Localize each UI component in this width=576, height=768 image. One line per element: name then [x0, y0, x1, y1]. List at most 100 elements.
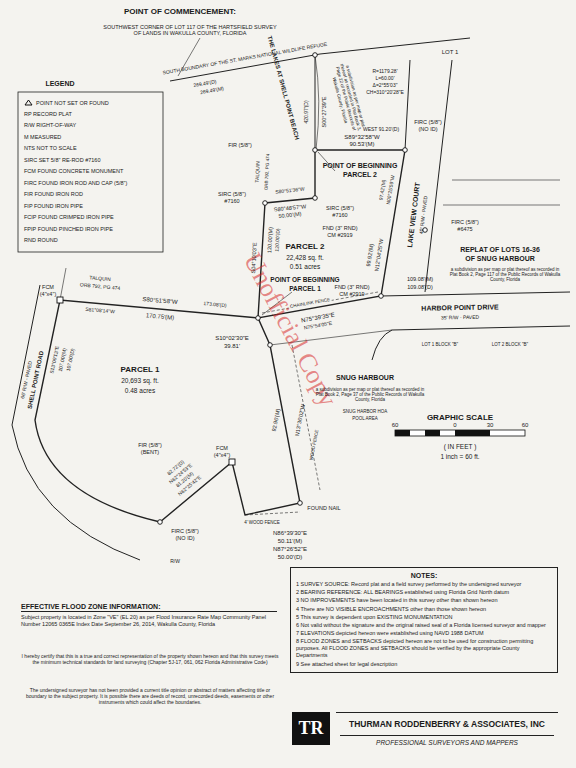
- legend-entry: FIR FOUND IRON ROD: [24, 191, 83, 197]
- legend-symbol: [24, 99, 33, 106]
- survey-label: PARCEL 2: [286, 242, 325, 251]
- box-text: Subject property is located in Zone "VE"…: [21, 614, 277, 628]
- box-text: 5 This survey is dependent upon EXISTING…: [296, 614, 552, 621]
- legend-text: SIRC SET 5/8" RE-ROD #7160: [24, 157, 100, 163]
- survey-label: REPLAT OF LOTS 16-36: [460, 246, 540, 254]
- survey-label: 35' R/W - PAVED: [441, 315, 479, 321]
- survey-label: TALQUIN: [255, 161, 262, 183]
- survey-label: POOL AREA: [352, 416, 378, 421]
- survey-label: FIR (5/8"): [138, 442, 162, 448]
- survey-label: WOOD FENCE: [309, 429, 320, 460]
- legend-text: RND ROUND: [24, 237, 58, 243]
- survey-label: S00°27'39"E: [321, 97, 327, 128]
- box-text: 2 BEARING REFERENCE: ALL BEARINGS establ…: [296, 589, 552, 596]
- legend-text: RP RECORD PLAT: [24, 111, 72, 117]
- monuments: [57, 53, 427, 525]
- survey-label: #6475: [457, 226, 472, 232]
- wood-fence: [245, 512, 300, 515]
- survey-label: S89°32'58"W: [344, 134, 379, 141]
- survey-label: FCM: [216, 445, 228, 451]
- survey-label: 120.00'(D): [275, 228, 282, 251]
- survey-label: (NO ID): [176, 535, 195, 541]
- survey-label: FIR (5/8"): [228, 142, 252, 148]
- survey-label: S80°51'58"W: [142, 296, 178, 306]
- survey-label: SOUTHWEST CORNER OF LOT 117 OF THE HARTS…: [103, 24, 278, 37]
- legend-text: FCM FOUND CONCRETE MONUMENT: [24, 168, 123, 174]
- survey-label: FCM: [42, 284, 54, 290]
- road-edge: [12, 285, 140, 560]
- legend-text: FPIP FOUND PINCHED IRON PIPE: [24, 226, 113, 232]
- triangle-symbol: [25, 100, 32, 105]
- notes-box: NOTES:1 SURVEY SOURCE: Record plat and a…: [290, 567, 558, 673]
- survey-label: HARBOR POINT DRIVE: [421, 303, 499, 312]
- company-block: THURMAN RODDENBERRY & ASSOCIATES, INCPRO…: [336, 712, 558, 752]
- legend-entry: FIRC FOUND IRON ROD AND CAP (5/8"): [24, 180, 127, 186]
- box-text: 8 FLOOD ZONES and SETBACKS depicted here…: [296, 638, 552, 659]
- legend-text: FIR FOUND IRON ROD: [24, 191, 83, 197]
- survey-label: ORB 792, PG 474: [263, 154, 270, 191]
- survey-label: 109.08'(D): [407, 284, 433, 290]
- road-curve: [372, 330, 392, 360]
- survey-label: FOUND NAIL: [307, 505, 340, 511]
- survey-label: GRAPHIC SCALE: [427, 413, 493, 422]
- box-text: 3 NO IMPROVEMENTS have been located in t…: [296, 597, 552, 604]
- lot-line: [443, 180, 560, 205]
- survey-label: LEGEND: [45, 80, 74, 88]
- survey-label: 420.97'(D): [304, 100, 310, 123]
- survey-label: CHAINLINK FENCE: [289, 297, 332, 309]
- road-edge: [381, 292, 570, 296]
- legend-entry: FPIP FOUND PINCHED IRON PIPE: [24, 226, 113, 232]
- legend-entry: M MEASURED: [24, 134, 61, 140]
- survey-label: S80°51'36"W: [275, 187, 305, 196]
- survey-label: 30: [487, 422, 494, 429]
- survey-label: FND (3" RND): [323, 225, 358, 231]
- legend-text: POINT NOT SET OR FOUND: [36, 100, 109, 106]
- survey-label: 0: [453, 422, 456, 429]
- box-text: 6 Not valid without the signature and th…: [296, 622, 552, 629]
- survey-label: L=60.00': [375, 76, 394, 82]
- legend-entry: FCM FOUND CONCRETE MONUMENT: [24, 168, 123, 174]
- box-text: 4 There are NO VISIBLE ENCROACHMENTS oth…: [296, 606, 552, 613]
- box-heading: TR: [292, 718, 330, 739]
- legend-entry: RND ROUND: [24, 237, 58, 243]
- survey-label: WEST 91.20'(D): [363, 127, 399, 133]
- legend-text: NTS NOT TO SCALE: [24, 145, 77, 151]
- survey-label: ( IN FEET ): [444, 443, 477, 450]
- survey-label: 39.81': [224, 343, 240, 350]
- survey-label: OF SNUG HARBOUR: [465, 255, 535, 263]
- legend-text: R/W RIGHT-OF-WAY: [24, 122, 76, 128]
- survey-label: ORB 792, PG 474: [80, 282, 121, 291]
- road-edge: [392, 326, 570, 330]
- survey-label: I hereby certify that this is a true and…: [21, 654, 279, 666]
- survey-label: FIRC (5/8"): [171, 528, 199, 534]
- legend-entry: SIRC SET 5/8" RE-ROD #7160: [24, 157, 100, 163]
- survey-label: Δ=2°55'03": [373, 83, 398, 89]
- survey-label: FIRC (5/8"): [414, 119, 442, 125]
- survey-label: CM #2919: [339, 291, 364, 297]
- legend-entry: FIP FOUND IRON PIPE: [24, 203, 83, 209]
- road-edge: [405, 60, 410, 150]
- box-heading: NOTES:: [296, 571, 552, 580]
- survey-label: 92.96'(M): [271, 408, 282, 432]
- survey-label: SNUG HARBOR HOA: [343, 409, 388, 414]
- survey-label: POINT OF BEGINNING: [270, 276, 339, 283]
- survey-label: TALQUIN: [89, 275, 111, 283]
- road-edge: [425, 60, 452, 292]
- survey-label: CM #2919: [327, 232, 352, 238]
- legend-entry: RP RECORD PLAT: [24, 111, 72, 117]
- survey-label: 120.00'(M): [266, 227, 274, 253]
- survey-label: (4"x4"): [214, 452, 230, 458]
- survey-label: 50.00'(M): [278, 211, 302, 220]
- lot-line: [60, 268, 66, 300]
- survey-label: SNUG HARBOUR: [336, 374, 394, 382]
- parcel-1-boundary: [35, 300, 300, 522]
- survey-label: 109.08'(M): [407, 276, 433, 282]
- survey-label: LOT 2 BLOCK "B": [492, 342, 528, 347]
- survey-label: PARCEL 1: [289, 285, 321, 292]
- survey-label: (NO ID): [419, 126, 438, 132]
- survey-label: 4' WOOD FENCE: [244, 520, 280, 525]
- survey-label: 60: [392, 422, 399, 429]
- survey-label: The undersigned surveyor has not been pr…: [21, 688, 279, 705]
- survey-label: #7160: [332, 212, 347, 218]
- survey-label: 1 inch = 60 ft.: [440, 453, 479, 460]
